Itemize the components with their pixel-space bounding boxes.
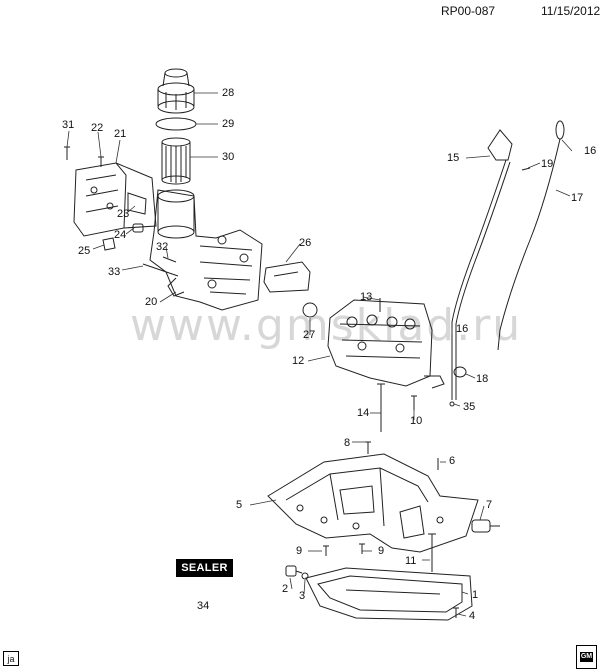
callout-27: 27 [303,329,316,341]
language-code: ja [3,651,19,666]
bolt-10 [411,395,417,410]
callout-14: 14 [357,407,370,419]
callout-30: 30 [222,151,235,163]
oil-cooler [73,162,157,237]
washer-3 [301,572,309,580]
gm-logo-mark: GM [580,652,593,662]
callout-31: 31 [62,119,75,131]
sealer-label: SEALER [176,559,233,577]
callout-23: 23 [117,208,130,220]
callout-7: 7 [486,499,493,511]
gm-logo: GM [576,645,597,669]
bolt-14 [377,383,385,432]
seal-27 [302,302,318,318]
bolts-upper-left [64,146,104,167]
oil-level-sensor [471,519,500,533]
callout-28: 28 [222,87,235,99]
callout-15: 15 [447,152,460,164]
bolt-19 [521,167,531,171]
drain-plug [285,565,303,577]
upper-oil-pan [267,453,479,553]
callout-35: 35 [463,401,476,413]
callout-18: 18 [476,373,489,385]
callout-33: 33 [108,266,121,278]
bolt-32 [162,256,177,263]
callout-8: 8 [344,437,351,449]
o-ring-18 [453,366,467,378]
callout-19: 19 [541,158,554,170]
callout-9-right: 9 [378,545,385,557]
plug-35 [449,401,455,407]
dipstick-tube [451,129,513,400]
bolt-33 [142,263,179,277]
callout-25: 25 [78,245,91,257]
callout-34: 34 [197,600,210,612]
callout-12: 12 [292,355,305,367]
bolt-4 [453,607,459,618]
callout-5: 5 [236,499,243,511]
callout-20: 20 [145,296,158,308]
oil-filter-cap [157,68,195,114]
callout-29: 29 [222,118,235,130]
lower-oil-pan [305,567,473,621]
oil-filter-housing [149,189,263,311]
bolt-9b [359,543,365,554]
seal-ring [155,117,197,131]
callout-16-mid: 16 [456,323,469,335]
callout-22: 22 [91,122,104,134]
callout-3: 3 [299,590,306,602]
diagram-reference: RP00-087 [441,4,496,18]
callout-4: 4 [469,610,476,622]
callout-6: 6 [449,455,456,467]
bolt-11 [428,533,436,572]
dipstick [497,120,565,351]
callout-17: 17 [571,192,584,204]
callout-16-top: 16 [584,145,597,157]
callout-26: 26 [299,237,312,249]
oil-filter-element [161,137,191,185]
cooler-gasket [263,261,311,293]
callout-9-left: 9 [296,545,303,557]
diagram-date: 11/15/2012 [541,4,600,18]
callout-24: 24 [114,229,127,241]
bolt-9a [323,545,329,556]
callout-11: 11 [405,555,417,567]
leader-lines [66,92,573,617]
callout-21: 21 [114,128,127,140]
bolt-8 [365,441,371,454]
callout-1: 1 [472,589,479,601]
callout-2: 2 [282,583,289,595]
callout-10: 10 [410,415,423,427]
callout-32: 32 [156,241,169,253]
gaskets-and-fittings [102,192,147,251]
callout-13: 13 [360,291,373,303]
oil-pump-assembly [327,299,445,389]
